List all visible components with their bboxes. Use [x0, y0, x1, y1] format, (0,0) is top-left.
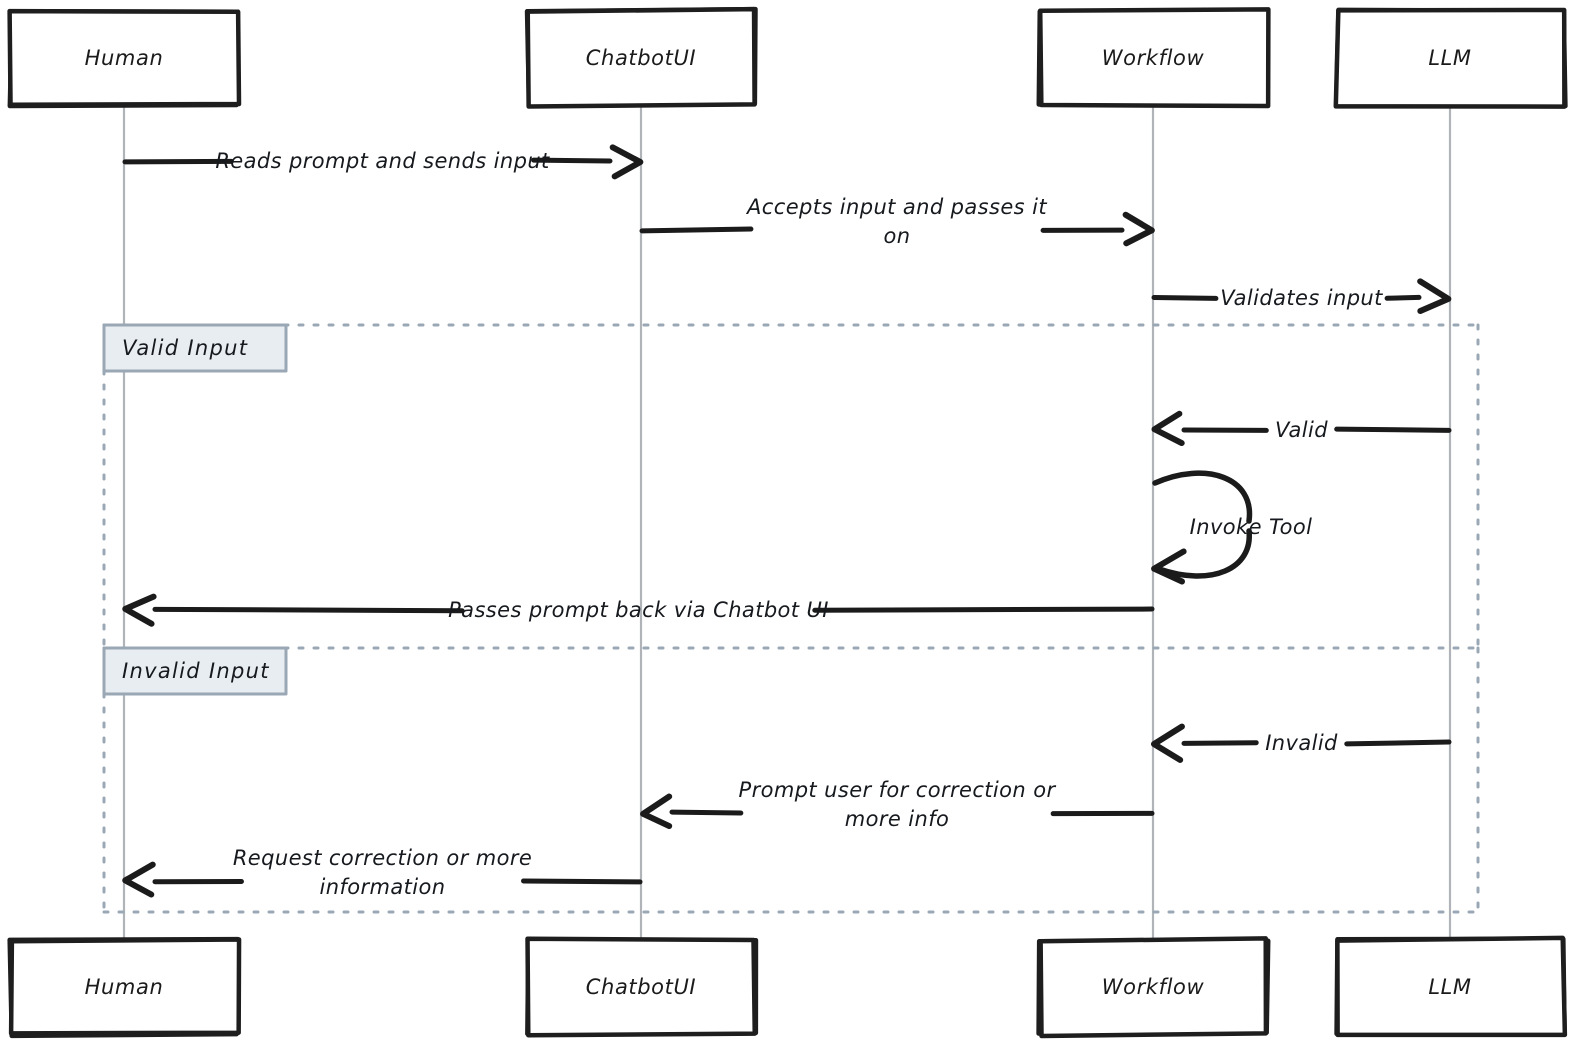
actor-label-human: Human — [85, 46, 164, 70]
message-label: Request correction or more — [233, 846, 532, 870]
message-m1: Reads prompt and sends input — [122, 144, 644, 180]
actor-label-llm: LLM — [1428, 975, 1471, 999]
actor-box-workflow-bottom[interactable]: Workflow — [1036, 936, 1271, 1039]
message-m2: Accepts input and passes it on — [639, 195, 1155, 248]
message-m9: Request correction or more information — [122, 846, 643, 899]
actor-box-llm-bottom[interactable]: LLM — [1334, 935, 1568, 1038]
block-label-text: Valid Input — [122, 336, 248, 360]
actor-box-human-top[interactable]: Human — [7, 8, 242, 109]
block-label-valid-input: Valid Input — [102, 323, 288, 373]
message-label: information — [320, 875, 446, 899]
actor-box-chatbotui-bottom[interactable]: ChatbotUI — [525, 936, 759, 1038]
actor-box-llm-top[interactable]: LLM — [1333, 7, 1568, 109]
actor-label-chatbotui: ChatbotUI — [586, 46, 696, 70]
message-label: Accepts input and passes it — [745, 195, 1047, 219]
actor-label-llm: LLM — [1428, 46, 1471, 70]
message-label: Passes prompt back via Chatbot UI — [448, 598, 829, 622]
message-label: Prompt user for correction or — [739, 778, 1057, 802]
message-m7: Invalid — [1151, 723, 1452, 763]
message-label: Validates input — [1220, 286, 1383, 310]
message-m3: Validates input — [1151, 278, 1452, 315]
lifelines-layer — [122, 105, 1452, 940]
message-m6: Passes prompt back via Chatbot UI — [122, 593, 1155, 627]
actor-label-human: Human — [85, 975, 164, 999]
actor-box-human-bottom[interactable]: Human — [7, 936, 242, 1039]
actor-label-workflow: Workflow — [1102, 46, 1205, 70]
block-label-invalid-input: Invalid Input — [102, 646, 288, 696]
message-label: on — [884, 224, 911, 248]
message-label: Invalid — [1265, 731, 1338, 755]
actor-box-chatbotui-top[interactable]: ChatbotUI — [524, 6, 758, 109]
message-label: more info — [845, 807, 950, 831]
message-m5: Invoke Tool — [1151, 470, 1313, 585]
message-label: Reads prompt and sends input — [215, 149, 550, 173]
message-label: Valid — [1275, 418, 1328, 442]
message-label: Invoke Tool — [1190, 515, 1313, 539]
message-m8: Prompt user for correction or more info — [640, 778, 1155, 831]
actor-label-chatbotui: ChatbotUI — [586, 975, 696, 999]
message-m4: Valid — [1151, 410, 1452, 447]
actor-label-workflow: Workflow — [1102, 975, 1205, 999]
block-label-text: Invalid Input — [122, 659, 270, 683]
block-valid-input — [102, 323, 1480, 650]
actor-box-workflow-top[interactable]: Workflow — [1036, 7, 1271, 109]
